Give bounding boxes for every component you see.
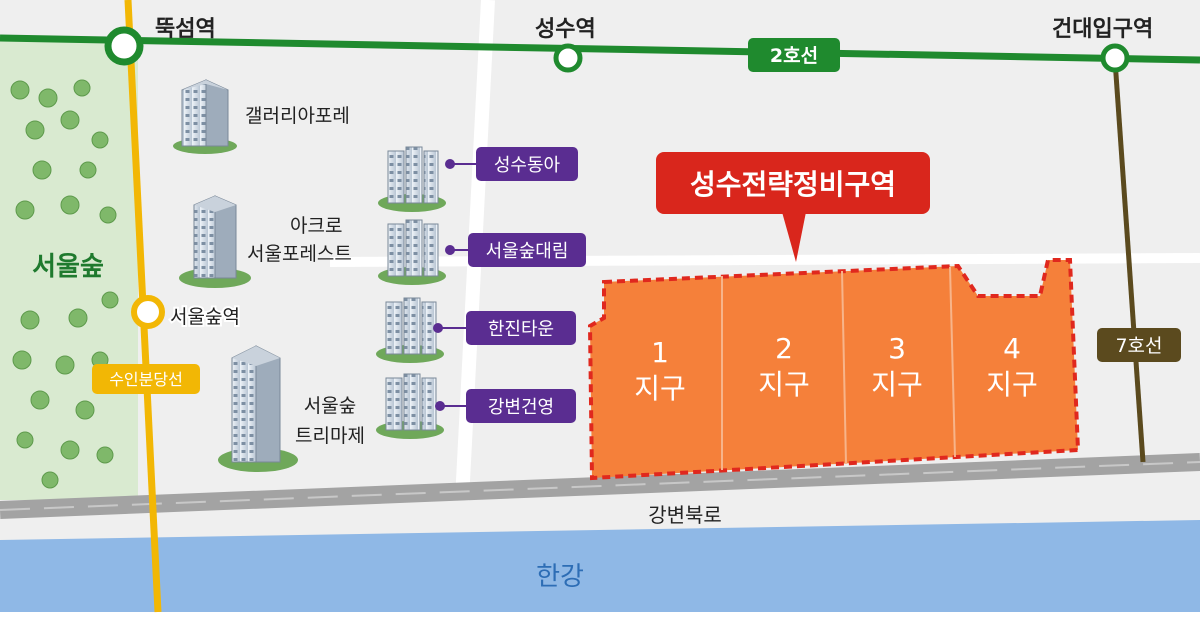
apt-tag-hanjin-town[interactable]: 한진타운: [433, 311, 576, 345]
line2-badge: [748, 38, 840, 72]
apt-tag-seongsu-donga[interactable]: 성수동아: [445, 147, 578, 181]
apt-tag-seoulforest-daelim[interactable]: 서울숲대림: [445, 233, 586, 267]
ttukseom-station-marker[interactable]: [104, 26, 144, 66]
line2-badge-label: 2호선: [770, 45, 818, 67]
line7-badge-label: 7호선: [1115, 335, 1162, 357]
district-4[interactable]: 4 지구: [986, 332, 1038, 401]
redevelopment-zone[interactable]: [587, 258, 1081, 481]
galleria-building-icon: [173, 79, 237, 154]
district-label: 지구: [758, 368, 810, 401]
district-label: 지구: [986, 368, 1038, 401]
trimage-label-line2: 트리마제: [295, 425, 365, 447]
district-label: 지구: [871, 368, 923, 401]
seoulforest-station-label: 서울숲역: [170, 306, 240, 328]
konkuk-label: 건대입구역: [1052, 17, 1153, 42]
district-number: 1: [651, 336, 669, 369]
road-label: 강변북로: [648, 503, 722, 527]
acro-building-icon: [179, 195, 251, 288]
zone-area: [587, 258, 1081, 481]
apartment-icon-2: [378, 219, 446, 285]
district-number: 2: [775, 332, 793, 365]
apt-tag-label: 성수동아: [494, 155, 561, 176]
line7-badge: [1097, 328, 1181, 362]
district-2[interactable]: 2 지구: [758, 332, 810, 401]
line7-track: [1112, 59, 1146, 463]
river-label: 한강: [536, 562, 584, 592]
trimage-building-icon: [218, 345, 298, 472]
seongsu-station-marker[interactable]: [553, 43, 583, 73]
suin-line-badge-label: 수인분당선: [109, 370, 183, 389]
district-number: 3: [888, 332, 906, 365]
apt-tag-label: 한진타운: [488, 319, 554, 340]
zone-callout: 성수전략정비구역: [656, 152, 930, 262]
district-3[interactable]: 3 지구: [871, 332, 923, 401]
park-label: 서울숲: [32, 252, 104, 282]
apartment-icon-4: [376, 373, 444, 439]
district-label: 지구: [634, 372, 686, 405]
trimage-label-line1: 서울숲: [304, 395, 356, 417]
suin-line-badge: [92, 364, 200, 394]
line2-track: [0, 34, 1200, 64]
apt-tag-gangbyeon-geonyoung[interactable]: 강변건영: [435, 389, 576, 423]
han-river: [0, 520, 1200, 622]
acro-label-line1: 아크로: [290, 215, 342, 237]
konkuk-station-marker[interactable]: [1100, 43, 1130, 73]
apartment-icon-1: [378, 146, 446, 212]
zone-title: 성수전략정비구역: [690, 168, 896, 201]
park-trees: [10, 79, 119, 489]
apt-tag-label: 서울숲대림: [486, 241, 569, 262]
acro-label-line2: 서울포레스트: [247, 243, 352, 265]
seoulforest-station-marker[interactable]: [131, 295, 165, 329]
district-number: 4: [1003, 332, 1021, 365]
ttukseom-label: 뚝섬역: [155, 17, 216, 42]
apt-tag-label: 강변건영: [488, 397, 554, 418]
apartment-icon-3: [376, 297, 444, 363]
galleria-label: 갤러리아포레: [245, 105, 350, 127]
district-1[interactable]: 1 지구: [634, 336, 686, 405]
seongsu-label: 성수역: [535, 17, 596, 42]
